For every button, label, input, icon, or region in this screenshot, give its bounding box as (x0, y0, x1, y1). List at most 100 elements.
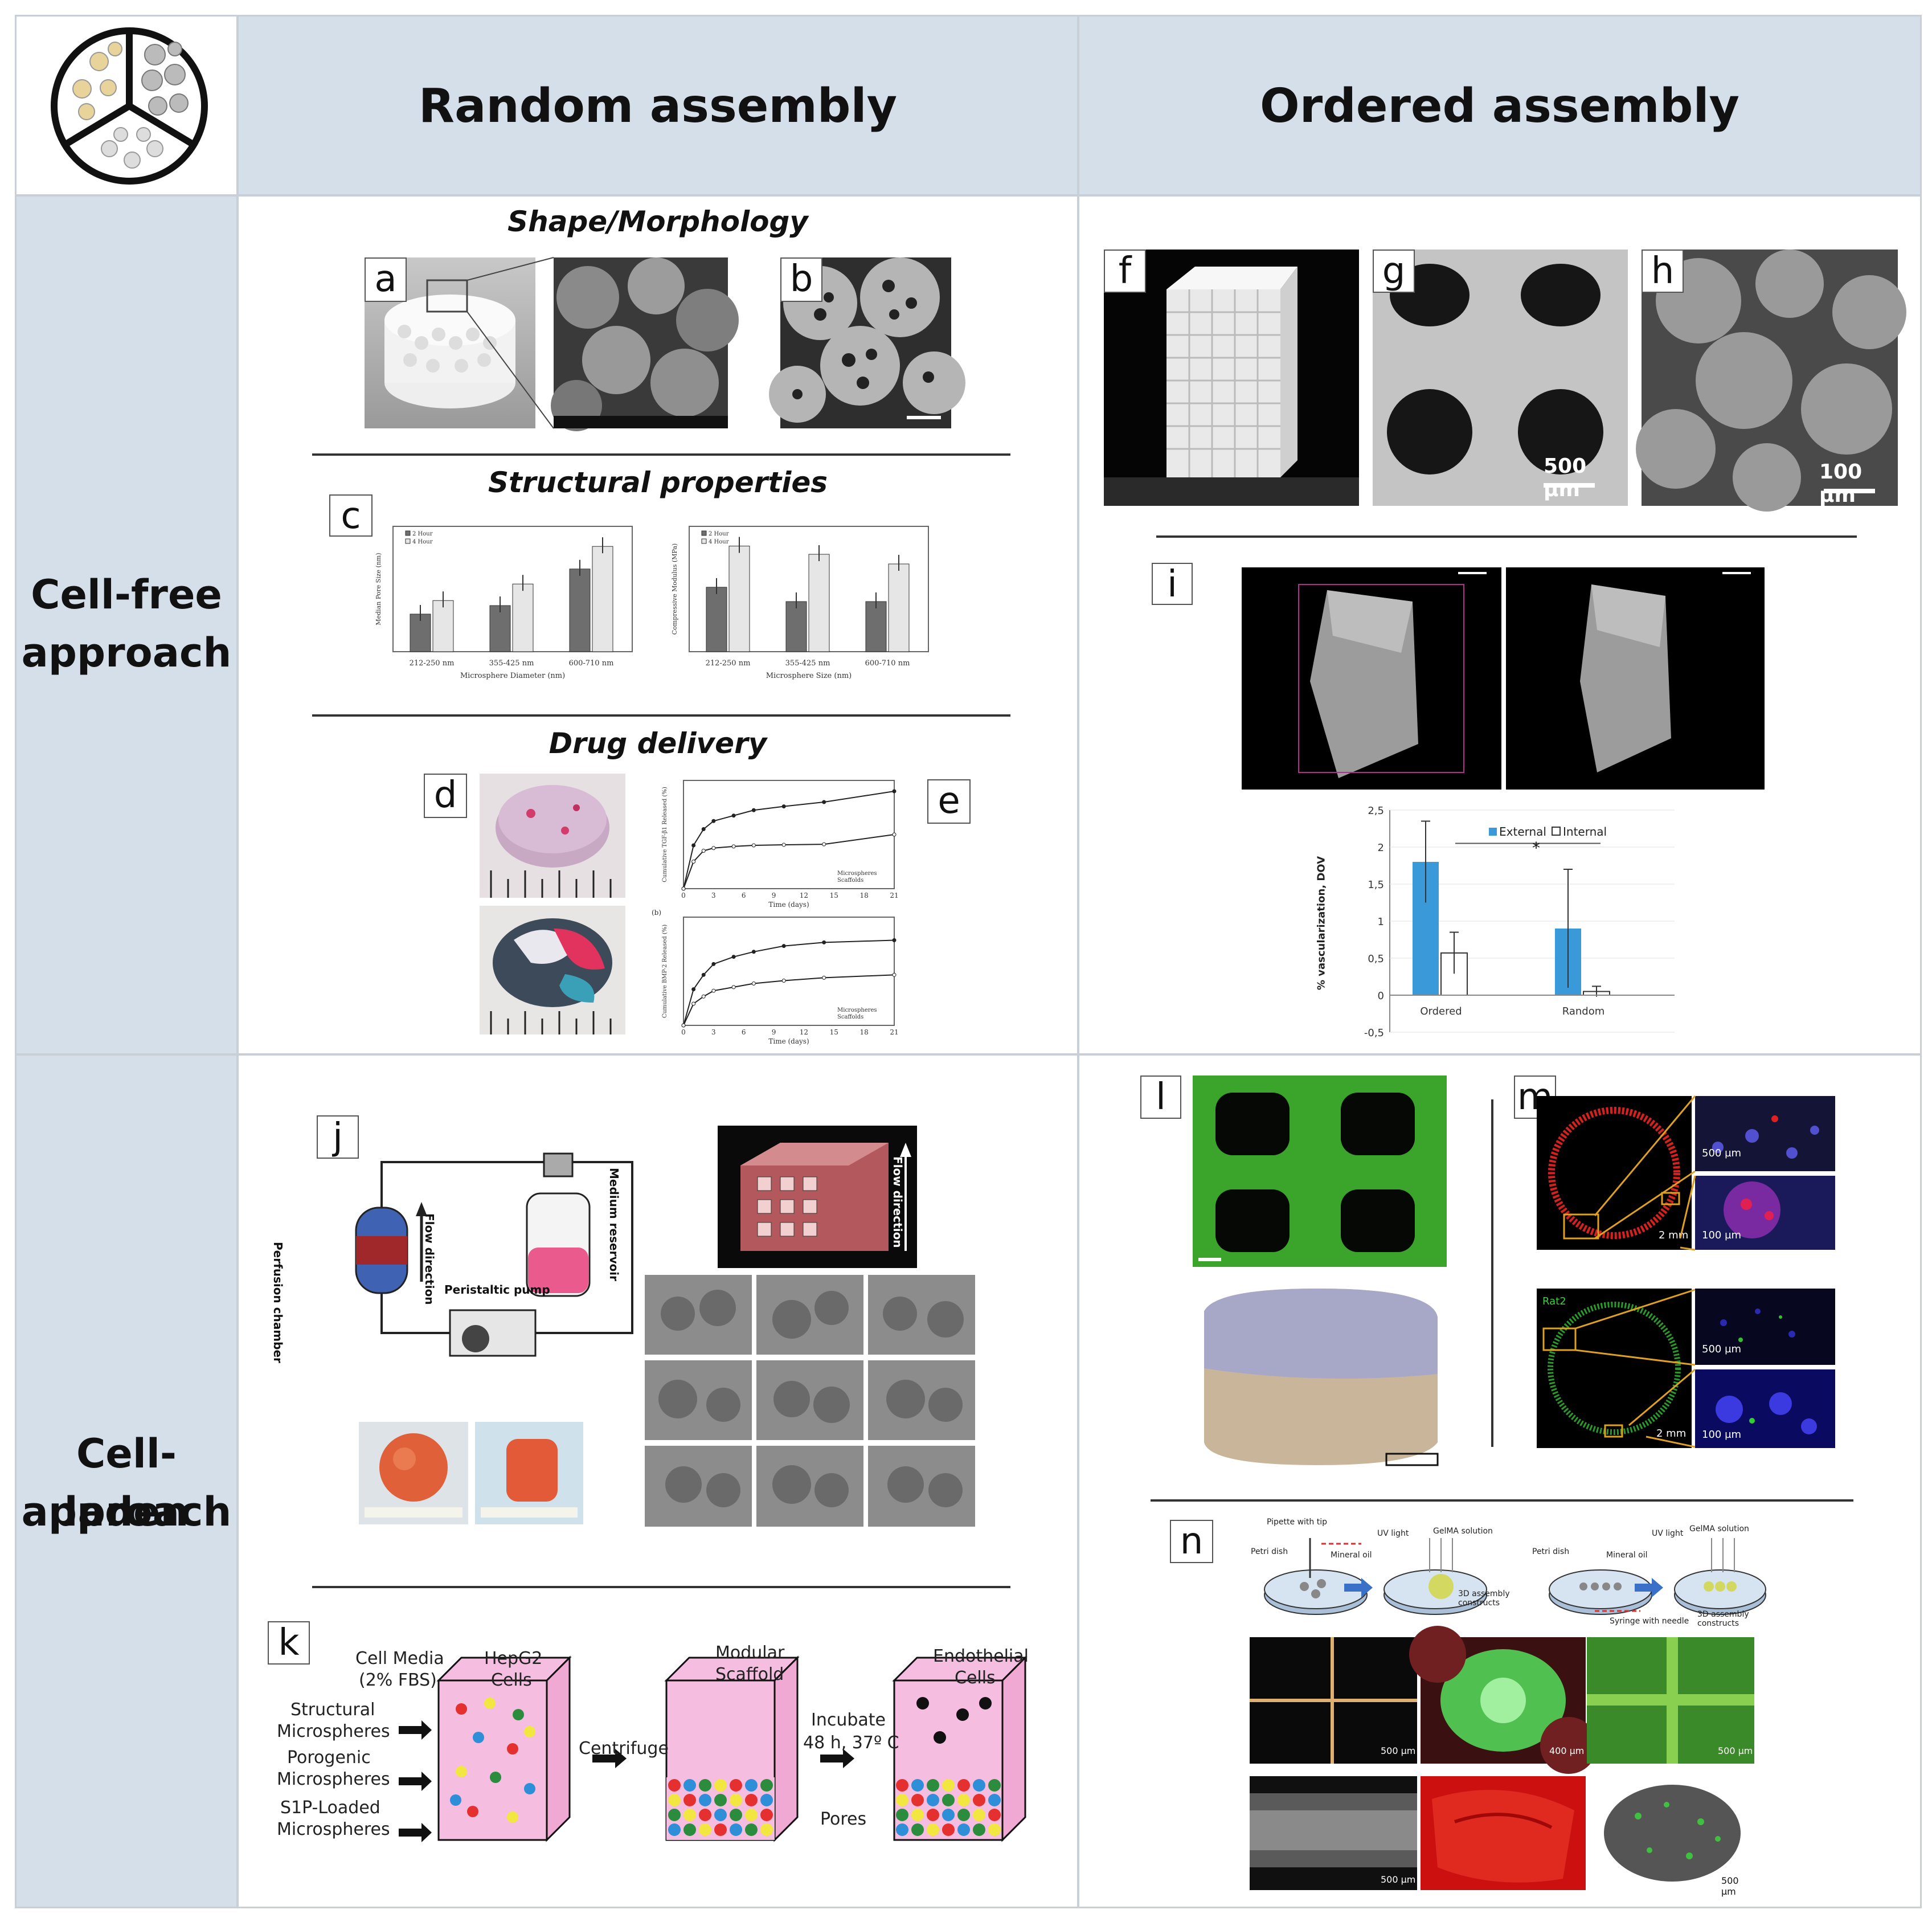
tgf-xlabel: Time (days) (768, 901, 809, 909)
divider-2 (312, 714, 1010, 717)
k-microsphere (957, 1794, 970, 1806)
pore-category-label: 212-250 nm (410, 659, 455, 668)
k-microsphere (714, 1809, 727, 1821)
m-scale-2mm-b: 2 mm (1656, 1428, 1687, 1440)
bmp-point (751, 982, 756, 986)
modulus-xlabel: Microsphere Size (nm) (766, 672, 852, 680)
panel-g-sem: 500 µm (1373, 250, 1628, 506)
k-microsphere (745, 1809, 758, 1821)
header-ordered-title: Ordered assembly (1259, 79, 1740, 133)
vasc-ytick: -0,5 (1364, 1027, 1384, 1039)
panel-l-fluorescence (1193, 1075, 1447, 1267)
vasc-ytick: 1,5 (1368, 879, 1384, 891)
vasc-ylabel: % vascularization, DOV (1315, 856, 1328, 991)
k-microsphere (911, 1794, 924, 1806)
k-microsphere (973, 1794, 985, 1806)
header-ordered: Ordered assembly (1078, 15, 1922, 196)
panel-d-scaffold-top (480, 774, 625, 898)
m-scale-100-b: 100 µm (1702, 1429, 1742, 1441)
k-microsphere (942, 1809, 955, 1821)
tgf-point (892, 789, 897, 794)
panel-label-g: g (1373, 250, 1415, 293)
k-microsphere (973, 1809, 985, 1821)
tgf-xtick: 6 (742, 892, 746, 899)
section-drug-title: Drug delivery (549, 727, 767, 760)
n-uv-2: UV light (1652, 1529, 1684, 1538)
vasc-ytick: 1 (1378, 916, 1384, 928)
panel-j-photo-2 (475, 1422, 583, 1524)
panel-b-sem (769, 257, 965, 428)
n-mineral: Mineral oil (1331, 1551, 1372, 1560)
pore-bar (489, 605, 511, 652)
k-conditions: 48 h, 37º C (803, 1733, 899, 1753)
row-label-cell-laden-line2: approach (21, 1488, 232, 1535)
modulus-bar (706, 587, 727, 652)
panel-n-micrograph-3: 500 µm (1587, 1637, 1754, 1764)
bmp-xtick: 12 (800, 1028, 808, 1036)
k-structural: Structural (290, 1700, 375, 1720)
k-microsphere (911, 1823, 924, 1836)
vasc-legend-external: External (1489, 825, 1546, 839)
vasc-legend-internal: Internal (1552, 825, 1607, 839)
divider-1 (312, 453, 1010, 456)
k-hepg2: HepG2 (484, 1649, 543, 1669)
k-modular: Modular (715, 1643, 785, 1663)
bmp-xtick: 6 (742, 1028, 746, 1036)
k-microsphere (745, 1779, 758, 1792)
vasc-category-label: Ordered (1420, 1005, 1462, 1017)
k-microsphere (683, 1779, 696, 1792)
modulus-legend-label: 2 Hour (709, 531, 729, 537)
bmp-point (681, 1023, 686, 1028)
m-scale-100-a: 100 µm (1702, 1229, 1742, 1241)
vasc-ytick: 2 (1378, 842, 1384, 854)
k-microsphere (730, 1809, 742, 1821)
panel-label-j: j (317, 1115, 359, 1159)
tgf-point (711, 819, 716, 823)
vasc-significance-star: * (1532, 839, 1540, 857)
j-medium-label: Medium reservoir (607, 1168, 621, 1281)
k-microsphere (760, 1823, 773, 1836)
bmp-point (711, 962, 716, 966)
panel-label-l: l (1140, 1075, 1181, 1119)
bmp-point (731, 955, 736, 959)
k-microsphere (760, 1794, 773, 1806)
tgf-point (731, 813, 736, 818)
tgf-ylabel: Cumulative TGF-β1 Released (%) (662, 787, 668, 882)
k-microsphere (957, 1823, 970, 1836)
n-syringe: Syringe with needle (1610, 1617, 1689, 1626)
row-label-cell-free: Cell-free approach (15, 195, 238, 1055)
panel-h-sem: 100 µm (1636, 250, 1906, 512)
tgf-point (822, 842, 826, 847)
modulus-bar (728, 546, 750, 652)
tgf-point (781, 843, 786, 847)
bmp-xtick: 15 (830, 1028, 838, 1036)
header-random-title: Random assembly (418, 79, 898, 133)
j-flow-label-2: Flow direction (891, 1156, 904, 1248)
k-microsphere (942, 1794, 955, 1806)
k-microsphere (699, 1809, 711, 1821)
k-microsphere (896, 1779, 908, 1792)
modulus-category-label: 212-250 nm (706, 659, 751, 668)
k-microsphere (730, 1779, 742, 1792)
k-microsphere (927, 1823, 939, 1836)
pore-category-label: 600-710 nm (569, 659, 614, 668)
tgf-point (751, 843, 756, 848)
k-fbs: (2% FBS) (359, 1670, 437, 1690)
k-microsphere (988, 1779, 1001, 1792)
tgf-xtick: 18 (860, 892, 869, 899)
vasc-ytick: 0,5 (1368, 953, 1384, 965)
bmp-point (822, 940, 826, 944)
tgf-xtick: 21 (890, 892, 898, 899)
m-scale-500-a: 500 µm (1702, 1147, 1742, 1159)
k-s1p: S1P-Loaded (280, 1798, 380, 1818)
tgf-point (822, 800, 826, 804)
k-microspheres-1: Microspheres (277, 1721, 390, 1741)
panel-label-f: f (1104, 250, 1146, 293)
panel-a-zoom-lines (466, 257, 554, 429)
k-microsphere (942, 1823, 955, 1836)
pore-xlabel: Microsphere Diameter (nm) (460, 672, 565, 680)
tgf-xtick: 9 (772, 892, 776, 899)
tgf-point (701, 849, 706, 853)
